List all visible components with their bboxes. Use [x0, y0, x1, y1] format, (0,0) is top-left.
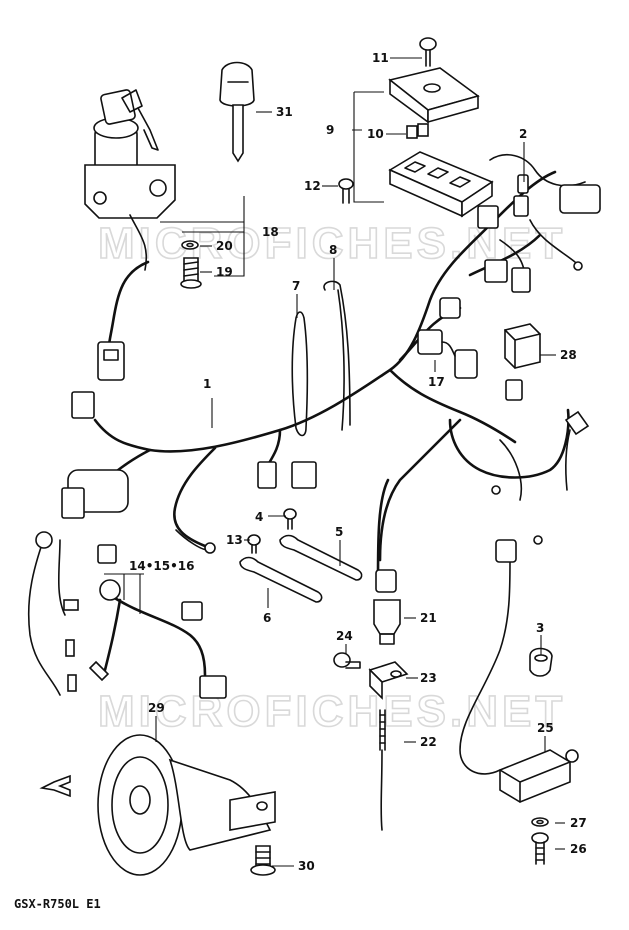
- callout-29: 29: [148, 701, 165, 715]
- resistor-washer[interactable]: [531, 817, 549, 827]
- callout-8: 8: [329, 243, 337, 257]
- cable-tie[interactable]: [291, 311, 309, 437]
- callout-7: 7: [292, 279, 300, 293]
- ground-lead[interactable]: [491, 410, 590, 501]
- ignition-switch[interactable]: [84, 89, 176, 381]
- callout-1: 1: [203, 377, 211, 391]
- callout-2: 2: [519, 127, 527, 141]
- main-wiring-harness[interactable]: [27, 154, 601, 696]
- callout-10: 10: [367, 127, 384, 141]
- switch-mount-screw[interactable]: [180, 257, 202, 289]
- horn-mount-screw[interactable]: [250, 845, 276, 876]
- callout-4: 4: [255, 510, 263, 524]
- switch-screw[interactable]: [333, 652, 361, 669]
- neutral-switch[interactable]: [373, 478, 401, 645]
- callout-3: 3: [536, 621, 544, 635]
- fuse[interactable]: [406, 123, 429, 139]
- harness-clamp[interactable]: [323, 280, 351, 431]
- relay[interactable]: [504, 323, 541, 401]
- horn[interactable]: [97, 734, 276, 876]
- callout-17: 17: [428, 375, 445, 389]
- callout-18: 18: [262, 225, 279, 239]
- fuse-box-mount-screw[interactable]: [338, 178, 354, 204]
- callout-11: 11: [372, 51, 389, 65]
- callout-5: 5: [335, 525, 343, 539]
- resistor-unit[interactable]: [459, 535, 579, 803]
- callout-9: 9: [326, 123, 334, 137]
- callout-21: 21: [420, 611, 437, 625]
- callout-24: 24: [336, 629, 353, 643]
- leader-lines: [104, 57, 565, 867]
- switch-washer[interactable]: [181, 240, 199, 250]
- harness-bracket-upper[interactable]: [279, 534, 363, 581]
- callout-22: 22: [420, 735, 437, 749]
- callout-12: 12: [304, 179, 321, 193]
- sub-harness[interactable]: [88, 544, 227, 699]
- callout-14-15-16: 14•15•16: [129, 559, 194, 573]
- watermark-bottom: MICROFICHES.NET: [98, 687, 566, 736]
- callout-31: 31: [276, 105, 293, 119]
- fuse-box[interactable]: [388, 151, 494, 218]
- fuse-box-screw[interactable]: [419, 37, 437, 67]
- callout-labels: 1 2 3 4 5 6 7 8 9 10 11 12 13 14•15•16 1…: [129, 51, 587, 873]
- callout-20: 20: [216, 239, 233, 253]
- front-arrow-icon: [39, 774, 71, 798]
- callout-19: 19: [216, 265, 233, 279]
- callout-27: 27: [570, 816, 587, 830]
- callout-26: 26: [570, 842, 587, 856]
- callout-30: 30: [298, 859, 315, 873]
- clamp-screw[interactable]: [283, 508, 297, 530]
- callout-23: 23: [420, 671, 437, 685]
- wire-clip[interactable]: [529, 647, 553, 677]
- callout-13: 13: [226, 533, 243, 547]
- callout-28: 28: [560, 348, 577, 362]
- switch-bracket[interactable]: [368, 661, 409, 700]
- harness-bracket-lower[interactable]: [239, 556, 323, 603]
- switch-rod[interactable]: [379, 709, 386, 831]
- model-label: GSX-R750L E1: [14, 897, 101, 911]
- resistor-screw[interactable]: [531, 832, 549, 865]
- fuse-box-cover[interactable]: [388, 67, 480, 124]
- callout-25: 25: [537, 721, 554, 735]
- ignition-key[interactable]: [219, 61, 255, 163]
- harness-connector-right[interactable]: [499, 219, 583, 293]
- callout-6: 6: [263, 611, 271, 625]
- starter-relay-connector[interactable]: [417, 329, 478, 379]
- bracket-screw[interactable]: [247, 534, 261, 554]
